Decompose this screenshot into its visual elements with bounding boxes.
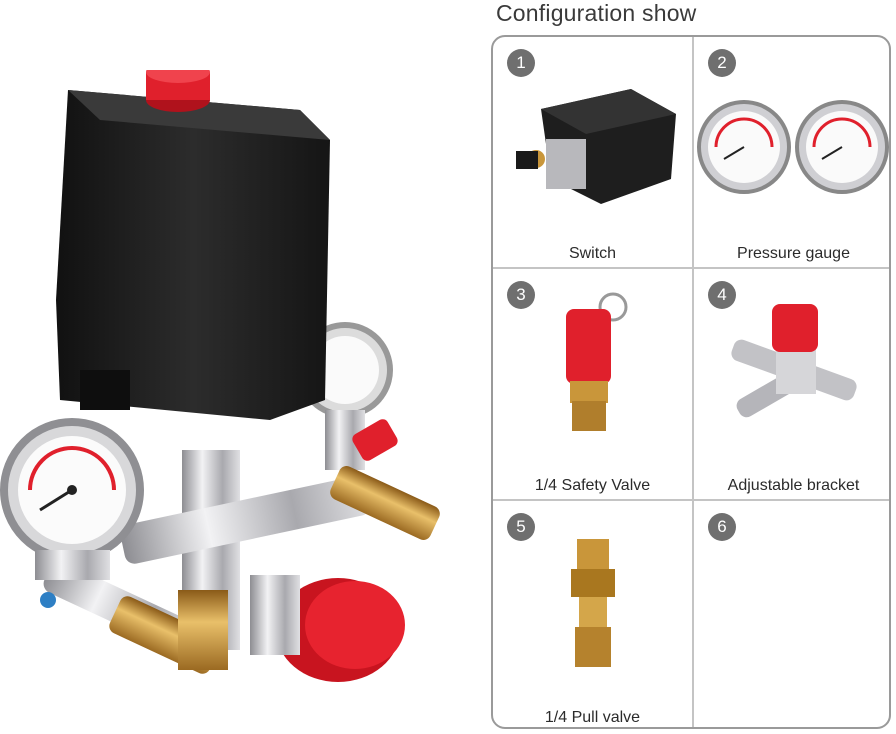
item-label: 1/4 Pull valve bbox=[544, 709, 641, 726]
safety-valve-image bbox=[566, 292, 628, 431]
item-number-badge: 2 bbox=[708, 49, 736, 77]
config-item-pull-valve: 5 1/4 Pull valve bbox=[493, 501, 692, 727]
item-label: 1/4 Safety Valve bbox=[534, 477, 651, 494]
adjustable-bracket-image bbox=[731, 304, 857, 418]
item-label: Pressure gauge bbox=[737, 245, 850, 262]
pressure-gauge-image bbox=[697, 100, 889, 194]
item-label: Switch bbox=[568, 245, 617, 262]
config-item-empty: 6 bbox=[694, 501, 889, 727]
item-number-badge: 1 bbox=[507, 49, 535, 77]
config-item-adjustable-bracket: 4 Adjustable bracket bbox=[694, 269, 889, 499]
item-number-badge: 4 bbox=[708, 281, 736, 309]
config-item-switch: 1 Switch bbox=[493, 37, 692, 267]
grid-divider bbox=[493, 267, 889, 269]
item-label: Adjustable bracket bbox=[727, 477, 860, 494]
item-number-badge: 6 bbox=[708, 513, 736, 541]
pull-valve-image bbox=[571, 539, 615, 667]
item-number-badge: 5 bbox=[507, 513, 535, 541]
switch-image bbox=[516, 89, 676, 204]
grid-divider bbox=[493, 499, 889, 501]
grid-divider bbox=[692, 37, 694, 727]
page-title: Configuration show bbox=[496, 0, 697, 26]
pressure-switch-assembly-photo bbox=[0, 70, 440, 682]
item-number-badge: 3 bbox=[507, 281, 535, 309]
configuration-grid: 1 Switch 2 Pressure gauge 3 bbox=[491, 35, 891, 729]
config-item-safety-valve: 3 1/4 Safety Valve bbox=[493, 269, 692, 499]
config-item-pressure-gauge: 2 Pressure gauge bbox=[694, 37, 889, 267]
